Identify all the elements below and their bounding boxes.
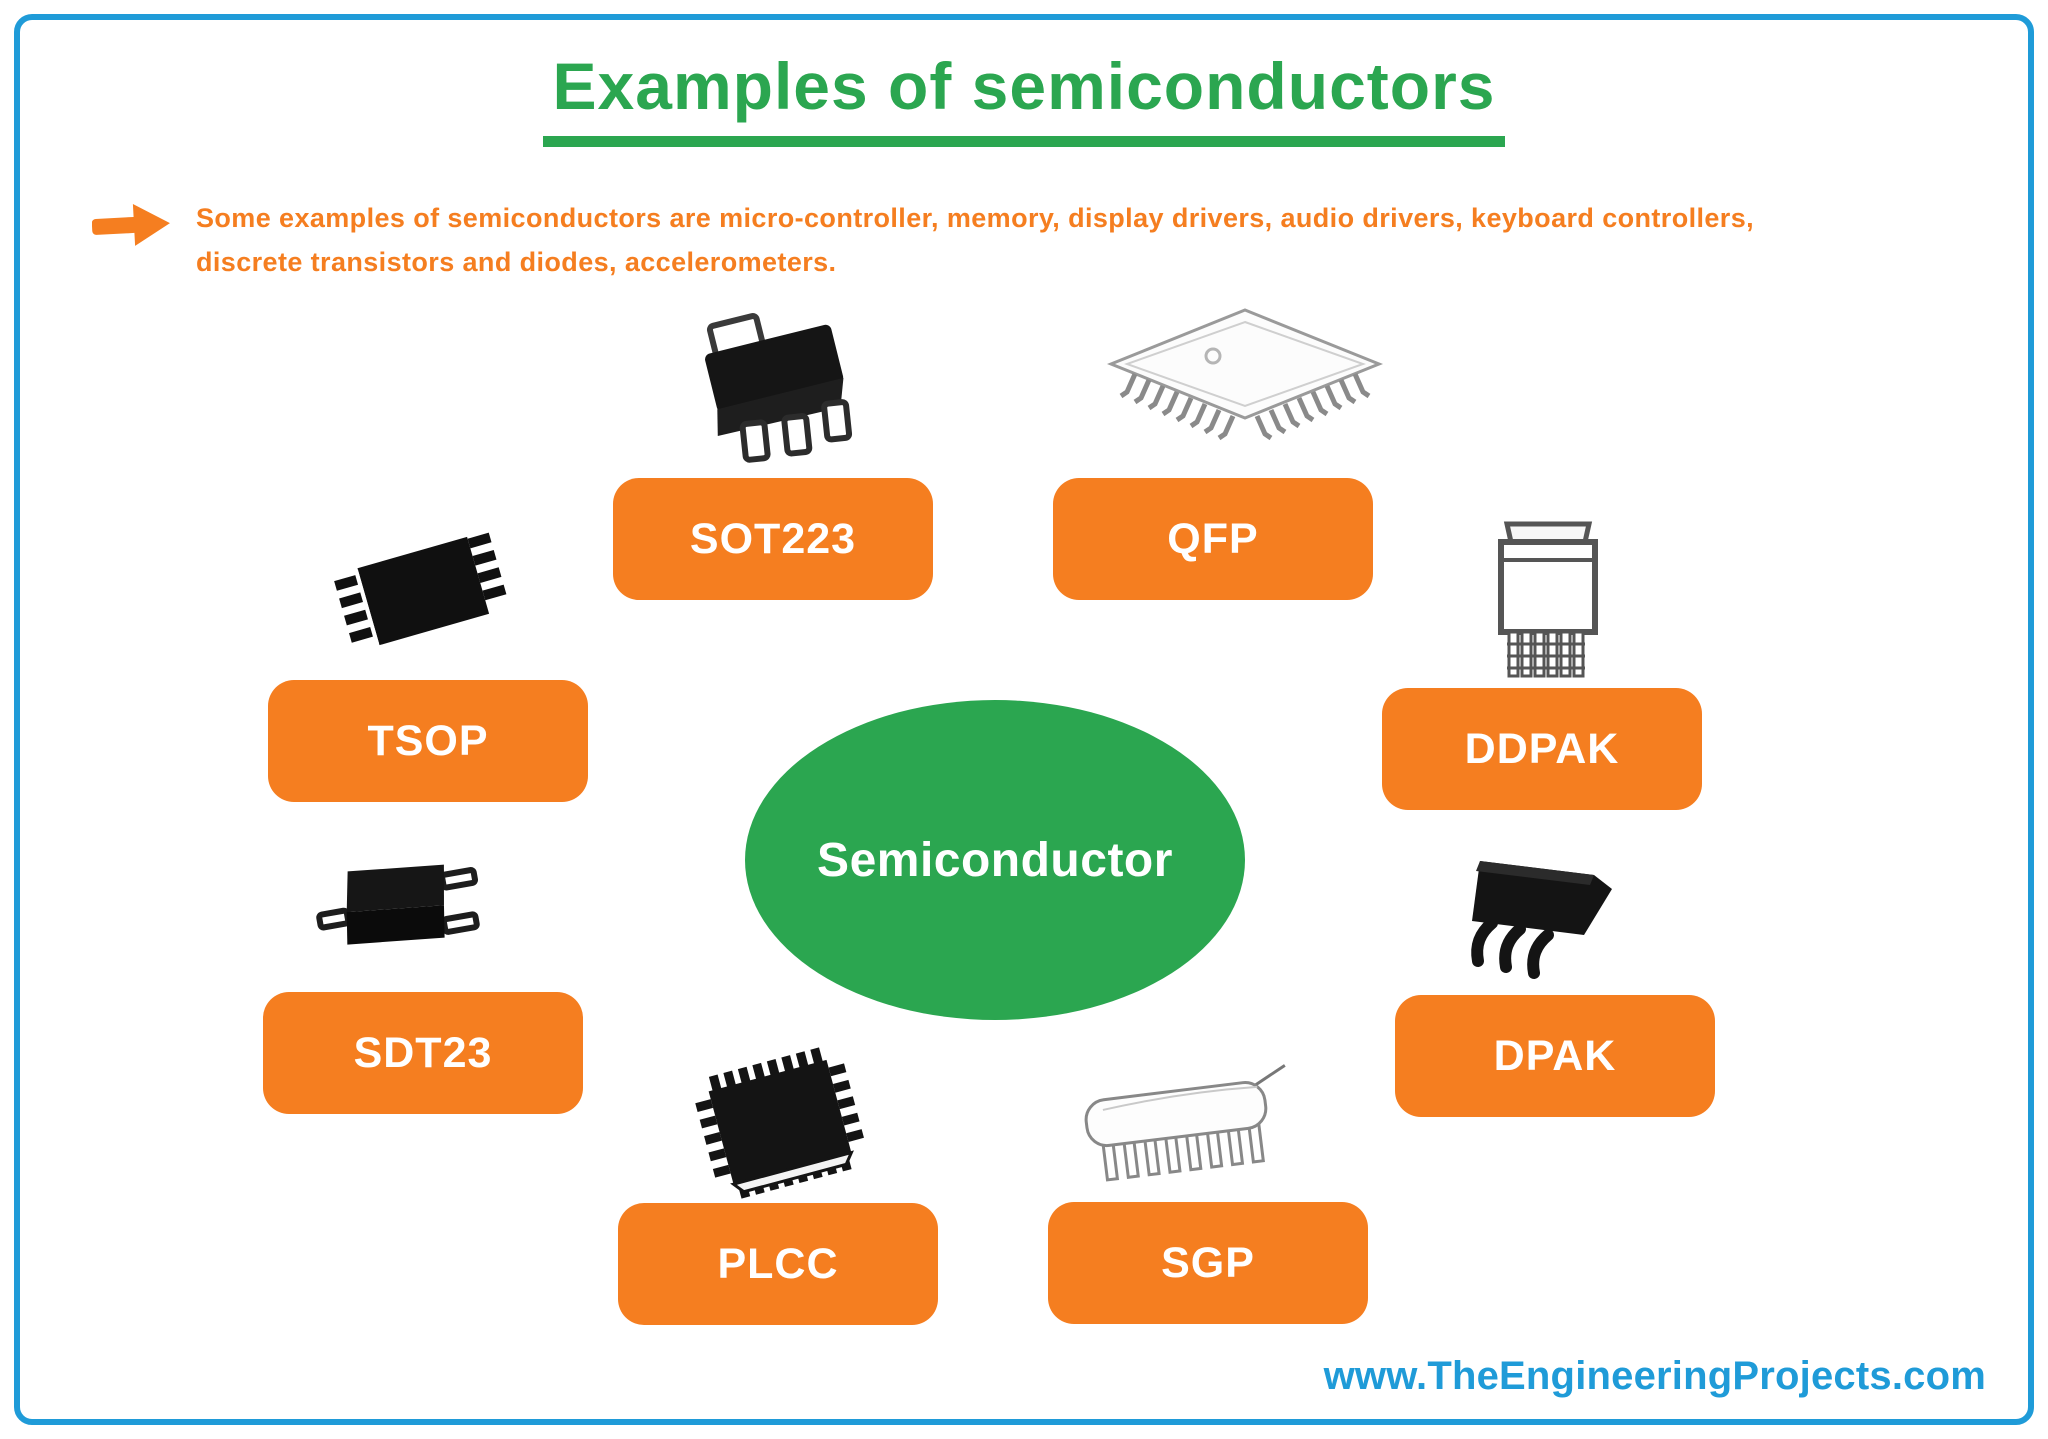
tsop-label-text: TSOP: [367, 716, 489, 765]
plcc-label: PLCC: [618, 1203, 938, 1325]
page-title: Examples of semiconductors: [542, 48, 1506, 147]
sdt23-label-text: SDT23: [353, 1028, 493, 1077]
semiconductor-label: Semiconductor: [817, 833, 1173, 887]
qfp-label: QFP: [1053, 478, 1373, 600]
sdt23-chip-image: [300, 843, 500, 988]
website-url: www.TheEngineeringProjects.com: [1323, 1354, 1986, 1398]
tsop-label: TSOP: [268, 680, 588, 802]
title-wrap: Examples of semiconductors: [0, 48, 2048, 147]
dpak-label-text: DPAK: [1493, 1031, 1617, 1080]
ddpak-label: DDPAK: [1382, 688, 1702, 810]
dpak-chip-image: [1412, 843, 1622, 993]
ddpak-label-text: DDPAK: [1464, 724, 1620, 773]
tsop-chip-image: [315, 512, 525, 677]
ddpak-chip-image: [1483, 520, 1613, 685]
intro-row: Some examples of semiconductors are micr…: [91, 196, 1972, 284]
arrow-icon: [91, 198, 174, 257]
sgp-label-text: SGP: [1161, 1238, 1255, 1287]
sot223-chip-image: [680, 292, 890, 467]
dpak-label: DPAK: [1395, 995, 1715, 1117]
sdt23-label: SDT23: [263, 992, 583, 1114]
sgp-chip-image: [1075, 1052, 1295, 1192]
semiconductor-ellipse: Semiconductor: [745, 700, 1245, 1020]
sgp-label: SGP: [1048, 1202, 1368, 1324]
qfp-chip-image: [1095, 300, 1395, 475]
plcc-label-text: PLCC: [717, 1239, 839, 1288]
sot223-label: SOT223: [613, 478, 933, 600]
sot223-label-text: SOT223: [689, 514, 857, 563]
plcc-chip-image: [675, 1042, 885, 1202]
intro-text-line-2: discrete transistors and diodes, acceler…: [196, 247, 837, 277]
intro-text-line-1: Some examples of semiconductors are micr…: [196, 203, 1755, 233]
intro-text: Some examples of semiconductors are micr…: [196, 196, 1754, 284]
qfp-label-text: QFP: [1167, 514, 1259, 563]
